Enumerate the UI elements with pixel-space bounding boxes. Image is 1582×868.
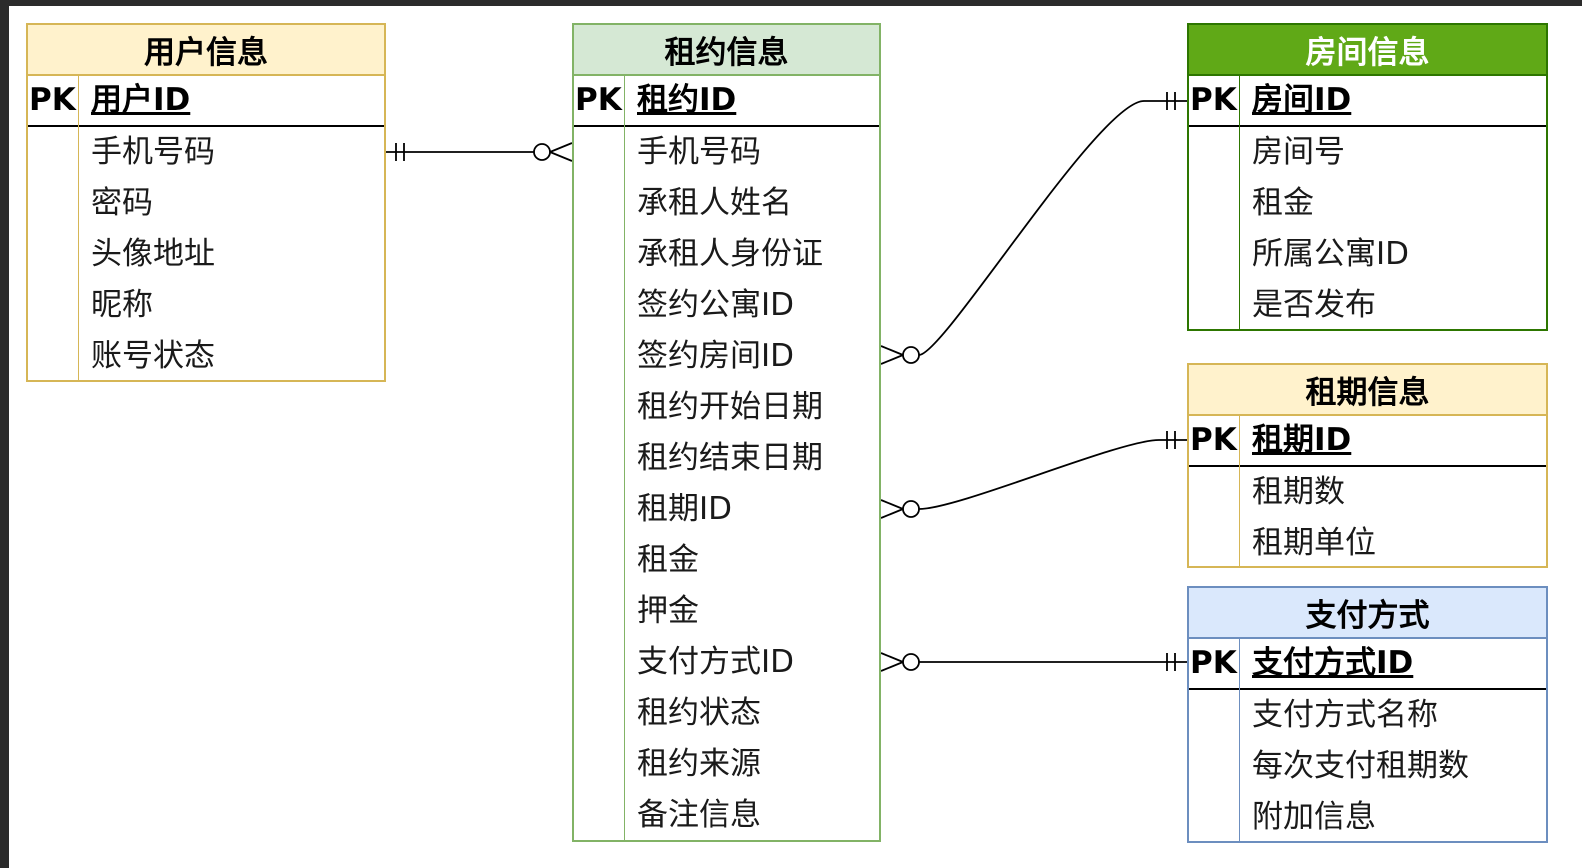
field: 附加信息 — [1252, 799, 1376, 835]
field: 租金 — [637, 542, 699, 578]
pk-row: PK 支付方式ID — [1189, 639, 1546, 690]
field: 头像地址 — [91, 236, 215, 272]
cardinality-many-foot — [880, 652, 904, 663]
pk-field: 支付方式ID — [1252, 645, 1414, 681]
field: 押金 — [637, 593, 699, 629]
pk-field: 租约ID — [637, 82, 737, 118]
field: 是否发布 — [1252, 287, 1376, 323]
entity-payment[interactable]: 支付方式 PK 支付方式ID 支付方式名称 每次支付租期数 附加信息 — [1187, 586, 1548, 843]
cardinality-many-foot — [880, 499, 904, 510]
field: 租期单位 — [1252, 525, 1376, 561]
entity-title: 用户信息 — [28, 25, 384, 76]
field: 承租人身份证 — [637, 236, 823, 272]
field: 备注信息 — [637, 797, 761, 833]
field: 租约状态 — [637, 695, 761, 731]
field: 租金 — [1252, 185, 1314, 221]
field: 手机号码 — [637, 134, 761, 170]
pk-field: 租期ID — [1252, 422, 1352, 458]
pk-label: PK — [29, 82, 76, 118]
field: 昵称 — [91, 287, 153, 323]
field: 账号状态 — [91, 338, 215, 374]
field: 支付方式名称 — [1252, 697, 1438, 733]
column-divider — [1239, 639, 1240, 841]
column-divider — [1239, 76, 1240, 329]
pk-label: PK — [1190, 82, 1237, 118]
cardinality-many-foot — [549, 151, 573, 162]
cardinality-many-foot — [549, 142, 573, 153]
column-divider — [1239, 416, 1240, 566]
entity-lease[interactable]: 租约信息 PK 租约ID 手机号码 承租人姓名 承租人身份证 签约公寓ID 签约… — [572, 23, 881, 842]
field: 承租人姓名 — [637, 185, 792, 221]
field: 租期数 — [1252, 474, 1345, 510]
field: 密码 — [91, 185, 153, 221]
entity-room[interactable]: 房间信息 PK 房间ID 房间号 租金 所属公寓ID 是否发布 — [1187, 23, 1548, 331]
pk-label: PK — [575, 82, 622, 118]
pk-row: PK 房间ID — [1189, 76, 1546, 127]
relationship-line-lease-term — [918, 439, 1187, 510]
pk-row: PK 租约ID — [574, 76, 879, 127]
entity-title: 租期信息 — [1189, 365, 1546, 416]
cardinality-many-foot — [880, 354, 904, 365]
field: 所属公寓ID — [1252, 236, 1410, 272]
cardinality-many-foot — [880, 508, 904, 519]
relationship-line-lease-room — [918, 100, 1187, 356]
entity-title: 支付方式 — [1189, 588, 1546, 639]
field: 租约开始日期 — [637, 389, 823, 425]
entity-title: 租约信息 — [574, 25, 879, 76]
pk-row: PK 租期ID — [1189, 416, 1546, 467]
field: 签约房间ID — [637, 338, 795, 374]
er-diagram-canvas: 用户信息 PK 用户ID 手机号码 密码 头像地址 昵称 账号状态 租约信息 P… — [9, 6, 1582, 868]
field: 签约公寓ID — [637, 287, 795, 323]
field: 租约结束日期 — [637, 440, 823, 476]
cardinality-zero-circle — [902, 500, 920, 518]
cardinality-zero-circle — [902, 653, 920, 671]
entity-title: 房间信息 — [1189, 25, 1546, 76]
column-divider — [78, 76, 79, 380]
entity-term[interactable]: 租期信息 PK 租期ID 租期数 租期单位 — [1187, 363, 1548, 568]
cardinality-many-foot — [880, 661, 904, 672]
field: 租期ID — [637, 491, 733, 527]
pk-field: 房间ID — [1252, 82, 1352, 118]
cardinality-zero-circle — [902, 346, 920, 364]
pk-label: PK — [1190, 645, 1237, 681]
pk-row: PK 用户ID — [28, 76, 384, 127]
field: 手机号码 — [91, 134, 215, 170]
cardinality-zero-circle — [533, 143, 551, 161]
pk-field: 用户ID — [91, 82, 191, 118]
cardinality-many-foot — [880, 345, 904, 356]
column-divider — [624, 76, 625, 840]
field: 租约来源 — [637, 746, 761, 782]
pk-label: PK — [1190, 422, 1237, 458]
entity-user[interactable]: 用户信息 PK 用户ID 手机号码 密码 头像地址 昵称 账号状态 — [26, 23, 386, 382]
field: 每次支付租期数 — [1252, 748, 1469, 784]
field: 支付方式ID — [637, 644, 795, 680]
field: 房间号 — [1252, 134, 1345, 170]
